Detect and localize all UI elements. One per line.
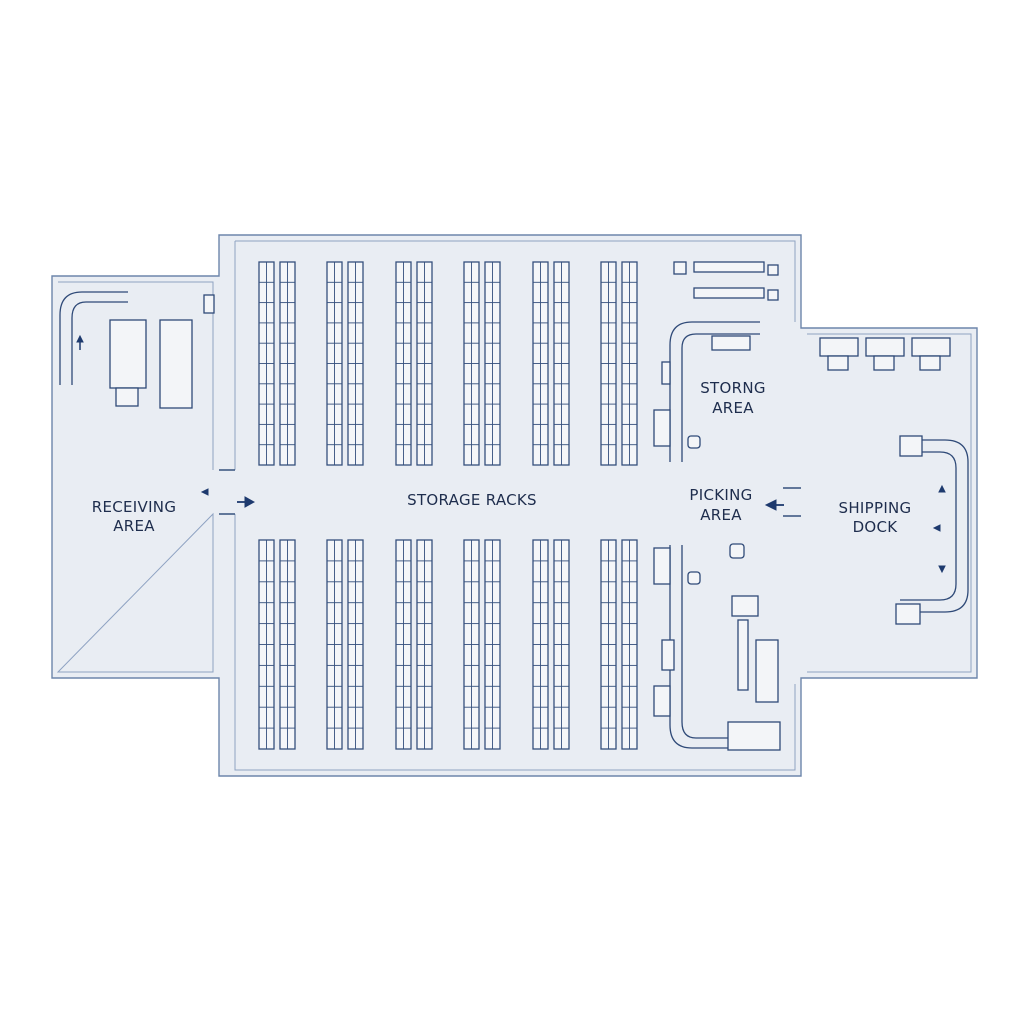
conveyor-icon	[900, 439, 969, 613]
loading-dock-door-icon	[865, 337, 905, 357]
chair-icon	[687, 435, 701, 449]
receiving-area-label: AREA	[113, 517, 155, 535]
conveyor-icon	[59, 291, 128, 385]
forklift-icon	[159, 319, 193, 409]
workstation-icon	[711, 335, 751, 351]
conveyor-icon	[669, 321, 760, 462]
storing-area-equipment	[653, 261, 779, 462]
shipping-dock-label: DOCK	[853, 518, 899, 536]
conveyor-icon	[669, 545, 730, 749]
picking-area-label: PICKING	[689, 486, 752, 504]
shipping-dock-equipment	[819, 337, 969, 625]
picking-area-label: AREA	[700, 506, 742, 524]
storage-racks-label: STORAGE RACKS	[407, 491, 537, 509]
flow-arrow-icon	[938, 565, 946, 574]
flow-arrows	[200, 488, 256, 508]
flow-arrow-icon	[200, 488, 209, 496]
receiving-area-label: RECEIVING	[92, 498, 177, 516]
picking-area-equipment	[653, 499, 784, 751]
forklift-icon	[109, 319, 147, 389]
workstation-icon	[673, 261, 687, 275]
storing-area-label: AREA	[712, 399, 754, 417]
shipping-dock-label: SHIPPING	[839, 499, 912, 517]
flow-arrow-icon	[932, 524, 941, 532]
workstation-icon	[731, 595, 759, 617]
chair-icon	[687, 571, 701, 585]
flow-arrow-icon	[938, 484, 946, 493]
loading-dock-door-icon	[819, 337, 859, 357]
storing-area-label: STORNG	[700, 379, 766, 397]
area-labels: RECEIVING AREA STORAGE RACKS STORNG AREA…	[92, 379, 912, 536]
chair-icon	[729, 543, 745, 559]
storage-rack-grid	[258, 261, 638, 750]
receiving-equipment	[59, 291, 215, 409]
loading-dock-door-icon	[911, 337, 951, 357]
